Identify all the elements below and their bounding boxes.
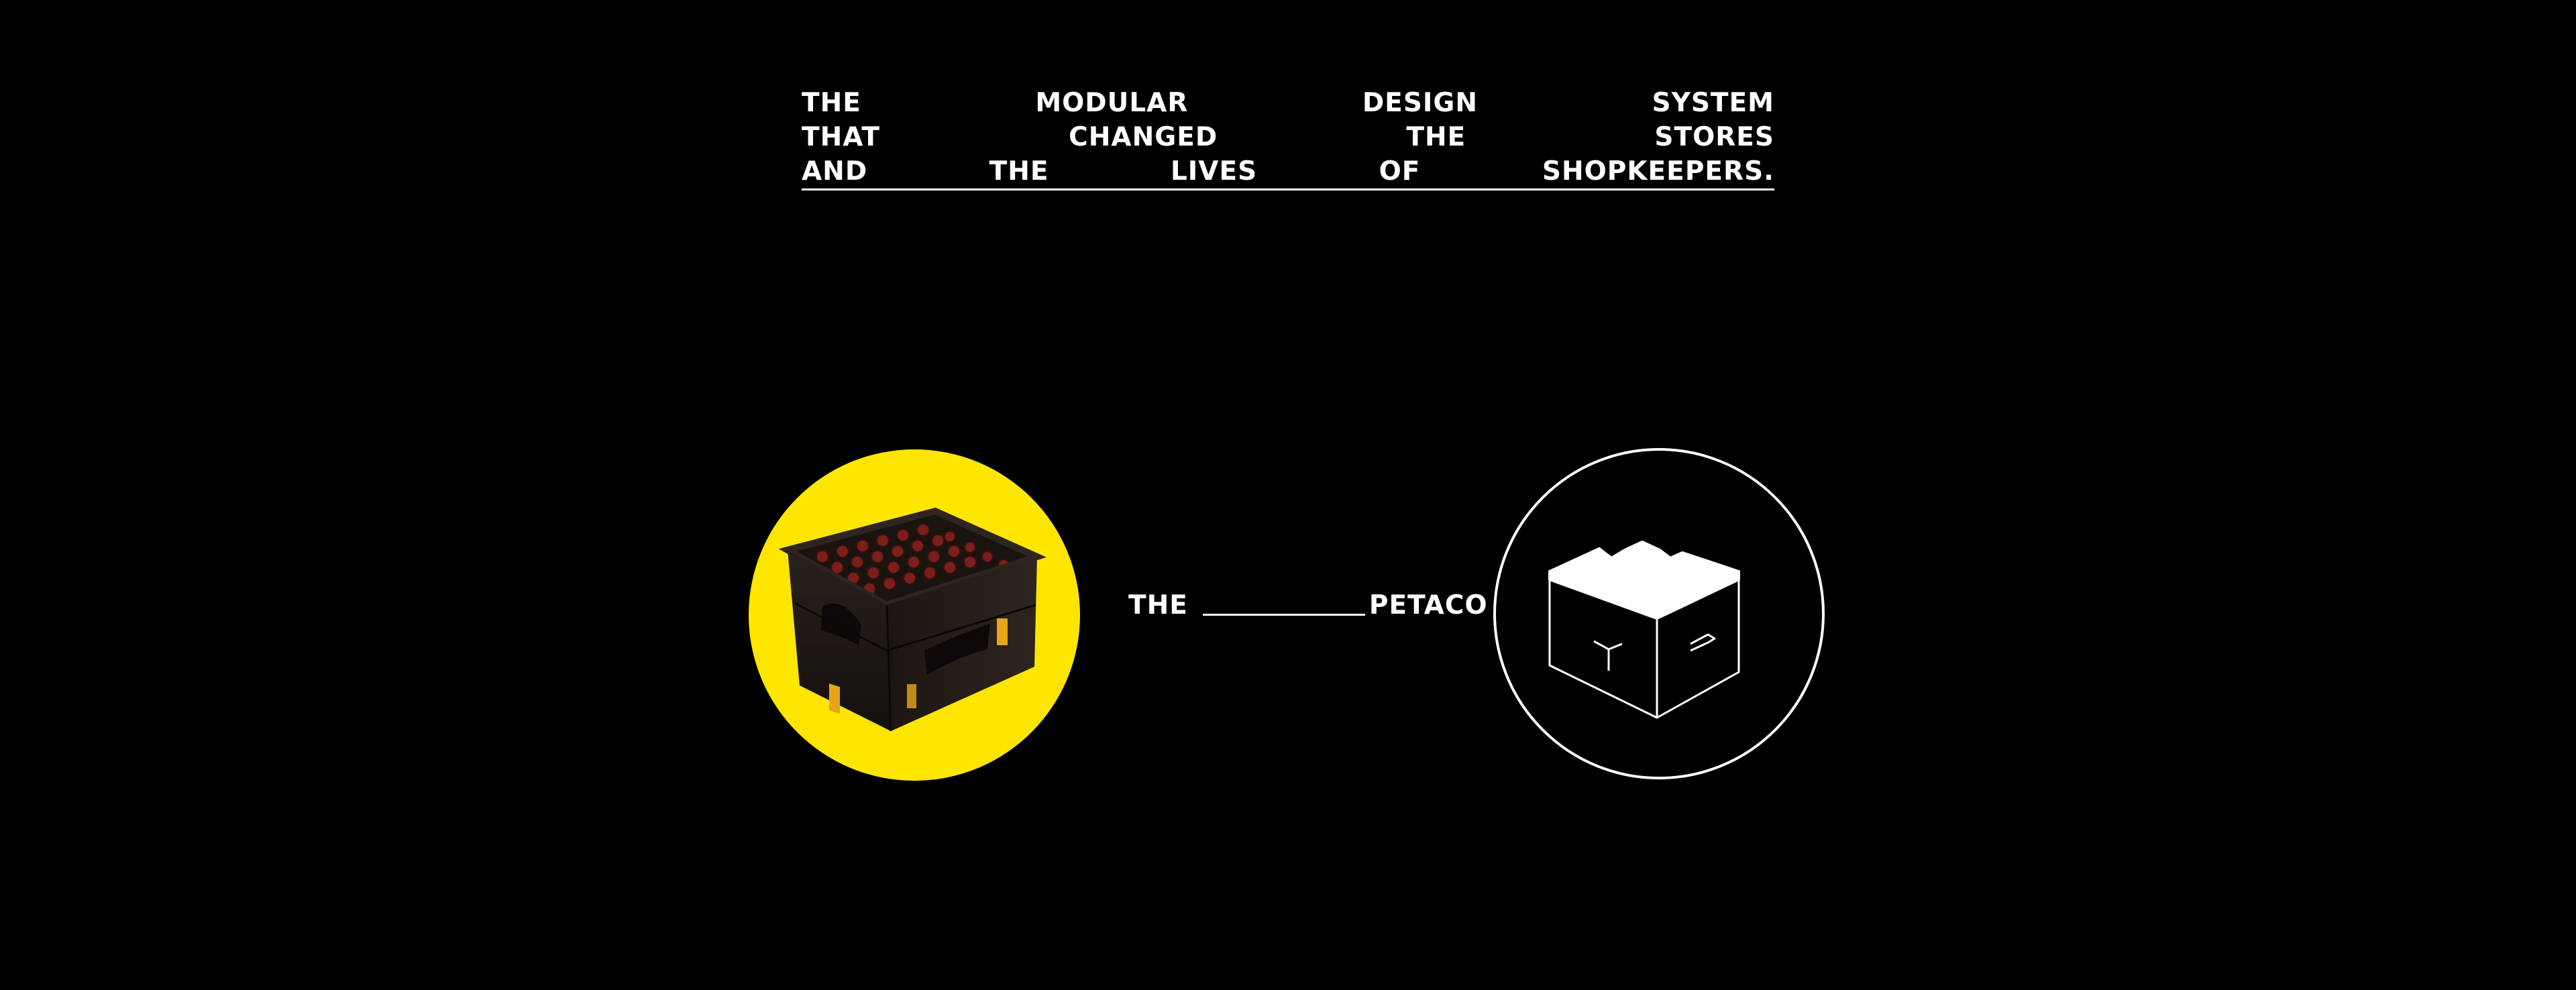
headline-word: OF xyxy=(1379,156,1421,186)
headline-row-2: THAT CHANGED THE STORES xyxy=(802,120,1774,154)
headline-word: SHOPKEEPERS. xyxy=(1542,156,1774,186)
headline-row-3: AND THE LIVES OF SHOPKEEPERS. xyxy=(802,154,1774,188)
headline-word: CHANGED xyxy=(1069,122,1218,152)
headline-row-1: THE MODULAR DESIGN SYSTEM xyxy=(802,86,1774,120)
headline-word: SYSTEM xyxy=(1652,88,1774,118)
headline-word: MODULAR xyxy=(1035,88,1189,118)
headline-word: THE xyxy=(802,88,861,118)
headline-word: DESIGN xyxy=(1362,88,1479,118)
crate-illustration xyxy=(778,507,1046,732)
headline-word: THAT xyxy=(802,122,881,152)
title-suffix: PETACO xyxy=(1368,590,1488,620)
isometric-crate-icon xyxy=(1493,448,1825,779)
title-prefix: THE xyxy=(1128,590,1188,620)
headline-word: STORES xyxy=(1654,122,1774,152)
headline-word: AND xyxy=(802,156,868,186)
title-blank-line xyxy=(1202,614,1365,616)
headline-word: THE xyxy=(1406,122,1466,152)
beer-crate-photo xyxy=(749,449,1080,781)
crate-line-icon xyxy=(1548,541,1740,719)
headline-word: LIVES xyxy=(1170,156,1258,186)
headline: THE MODULAR DESIGN SYSTEM THAT CHANGED T… xyxy=(802,86,1774,190)
product-title: THE PETACO xyxy=(1128,589,1488,622)
headline-underline xyxy=(802,188,1774,190)
headline-word: THE xyxy=(989,156,1049,186)
